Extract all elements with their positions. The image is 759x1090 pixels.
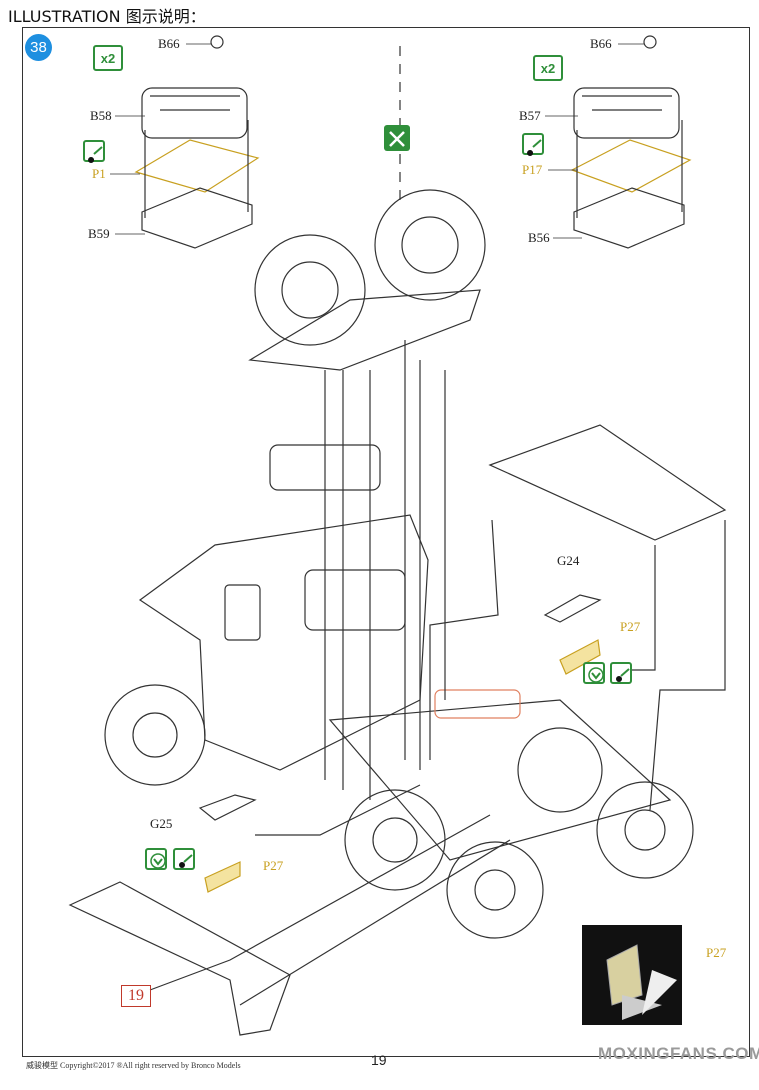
- footer-copyright: 威骏模型 Copyright©2017 ®All right reserved …: [26, 1061, 241, 1070]
- part-label-b56: B56: [528, 230, 550, 245]
- part-label-g25: G25: [150, 816, 173, 831]
- part-label-b66-right: B66: [590, 36, 612, 51]
- part-label-g24: G24: [557, 553, 580, 568]
- arrow-down-icon: [145, 848, 167, 870]
- quantity-badge-right: x2: [533, 55, 563, 81]
- page-number: 19: [371, 1052, 387, 1068]
- step-number-badge: 38: [25, 34, 52, 61]
- part-label-p17: P17: [522, 162, 543, 177]
- part-label-p1: P1: [92, 166, 106, 181]
- part-label-b66-left: B66: [158, 36, 180, 51]
- paint-icon: [173, 848, 195, 870]
- part-label-b58: B58: [90, 108, 112, 123]
- part-label-b59: B59: [88, 226, 110, 241]
- paint-icon: [83, 140, 105, 163]
- part-label-b57: B57: [519, 108, 541, 123]
- quantity-badge-left: x2: [93, 45, 123, 71]
- part-label-p27-left: P27: [263, 858, 284, 873]
- header-title: ILLUSTRATION 图示说明：: [8, 7, 206, 26]
- step-reference-box: 19: [121, 985, 151, 1007]
- detail-photo-inset: [582, 925, 682, 1025]
- page-frame: [22, 27, 750, 1057]
- part-label-p27-right: P27: [620, 619, 641, 634]
- paint-icon: [610, 662, 632, 684]
- watermark: MOXINGFANS.COM: [598, 1044, 759, 1063]
- arrow-down-icon: [583, 662, 605, 684]
- part-label-p27-inset: P27: [706, 945, 727, 960]
- paint-icon: [522, 133, 544, 156]
